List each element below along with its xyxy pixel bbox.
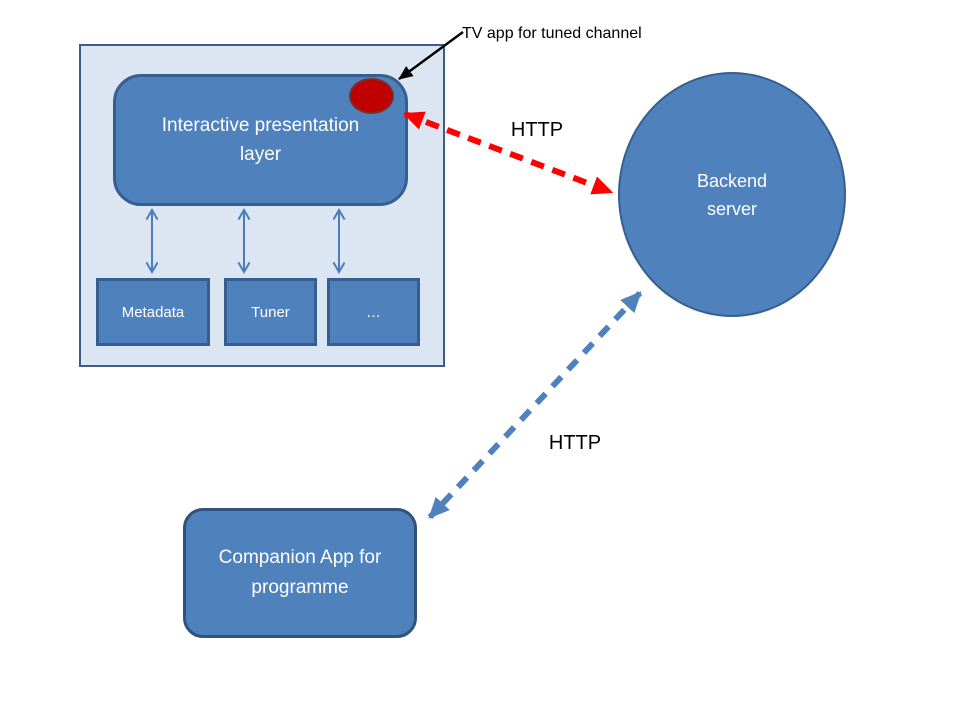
module-label: … [366, 303, 381, 321]
annotation-label: TV app for tuned channel [462, 25, 642, 42]
presentation-layer-label-line1: Interactive presentation [161, 115, 360, 136]
module-label: Tuner [251, 303, 290, 321]
http-label-tv-backend: HTTP [510, 119, 564, 141]
presentation-layer-label-line2: layer [239, 144, 282, 165]
companion-label-line1: Companion App for [218, 547, 382, 568]
tuned-channel-indicator-dot [349, 78, 394, 114]
companion-app-node: Companion App for programme [183, 508, 417, 638]
backend-label-line2: server [706, 198, 757, 219]
module-box-tuner: Tuner [224, 278, 317, 346]
companion-label-line2: programme [251, 577, 349, 598]
module-box-ellipsis: … [327, 278, 420, 346]
http-label-companion-backend: HTTP [548, 432, 602, 454]
backend-label-line1: Backend [696, 170, 768, 191]
companion-backend-link [427, 290, 643, 520]
module-box-metadata: Metadata [96, 278, 210, 346]
module-label: Metadata [121, 303, 185, 321]
backend-server-node: Backend server [618, 72, 846, 317]
